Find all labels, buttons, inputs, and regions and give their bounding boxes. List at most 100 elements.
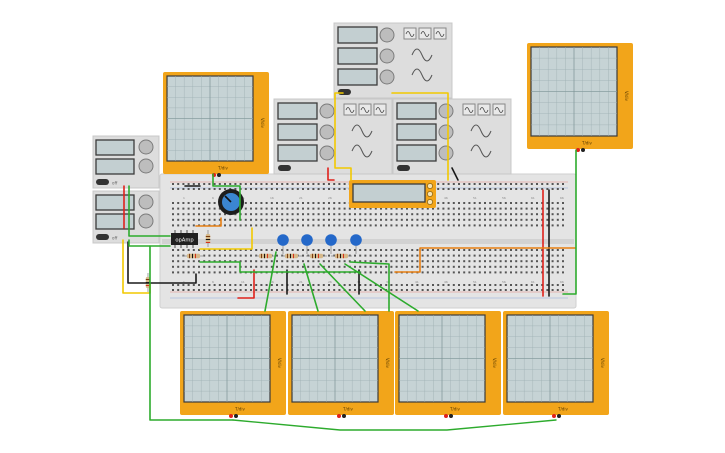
hole	[478, 271, 481, 274]
wire-yellow[interactable]	[391, 92, 449, 181]
wire-orange[interactable]	[195, 217, 222, 227]
multimeter-port[interactable]	[427, 199, 433, 205]
hole	[364, 265, 367, 268]
capacitor[interactable]	[301, 234, 313, 246]
function-generator-right[interactable]	[392, 98, 512, 175]
probe-terminal[interactable]	[449, 414, 453, 418]
capacitor[interactable]	[350, 234, 362, 246]
probe-terminal[interactable]	[581, 148, 585, 152]
wire-green[interactable]	[212, 173, 241, 221]
knob[interactable]	[138, 213, 154, 229]
hole	[463, 224, 466, 227]
resistor-band	[264, 253, 265, 259]
hole	[322, 284, 325, 286]
probe-terminal[interactable]	[229, 414, 233, 418]
multimeter-port[interactable]	[427, 183, 433, 189]
power-switch[interactable]	[338, 89, 351, 95]
function-generator-top[interactable]	[333, 22, 453, 99]
hole	[198, 218, 200, 221]
opamp-chip[interactable]	[171, 233, 198, 245]
knob[interactable]	[379, 27, 395, 43]
resistor[interactable]	[187, 253, 200, 259]
wire-black[interactable]	[127, 241, 197, 284]
wire-green[interactable]	[149, 245, 234, 421]
resistor[interactable]	[335, 253, 348, 259]
knob[interactable]	[438, 103, 454, 119]
lcd-display	[337, 26, 378, 44]
wire-black[interactable]	[451, 167, 459, 181]
hole	[302, 260, 304, 263]
hole	[364, 289, 367, 291]
wire-red[interactable]	[237, 269, 255, 299]
knob[interactable]	[319, 103, 335, 119]
hole	[281, 249, 284, 251]
capacitor[interactable]	[277, 234, 289, 246]
wire-green[interactable]	[128, 185, 171, 237]
hole	[416, 224, 419, 227]
hole	[317, 183, 320, 185]
hole	[458, 224, 460, 227]
hole	[489, 202, 492, 204]
power-switch[interactable]	[278, 165, 291, 171]
knob[interactable]	[138, 194, 154, 210]
knob[interactable]	[438, 145, 454, 161]
wire-red[interactable]	[327, 167, 335, 181]
hole	[484, 260, 486, 263]
resistor[interactable]	[205, 234, 211, 243]
wire-green[interactable]	[232, 419, 557, 431]
hole	[473, 202, 476, 204]
probe-terminal[interactable]	[342, 414, 346, 418]
probe-terminal[interactable]	[444, 414, 448, 418]
hole	[458, 254, 460, 257]
breadboard[interactable]: 1166111116162121262631313636414146465151…	[159, 173, 577, 309]
wire-green[interactable]	[264, 251, 277, 312]
wire-green[interactable]	[199, 261, 361, 273]
resistor[interactable]	[310, 253, 323, 259]
wire-yellow[interactable]	[334, 92, 352, 181]
resistor[interactable]	[259, 253, 272, 259]
multimeter[interactable]	[349, 180, 436, 208]
probe-terminal[interactable]	[337, 414, 341, 418]
sine-icon	[345, 107, 355, 113]
knob[interactable]	[379, 48, 395, 64]
power-switch[interactable]	[96, 234, 109, 240]
power-supply-top[interactable]: off	[92, 135, 160, 189]
probe-terminal[interactable]	[576, 148, 580, 152]
knob[interactable]	[379, 69, 395, 85]
power-switch[interactable]	[96, 179, 109, 185]
function-generator-left[interactable]	[273, 98, 393, 175]
knob[interactable]	[138, 158, 154, 174]
power-supply-bottom[interactable]: off	[92, 190, 160, 244]
wire-yellow[interactable]	[199, 227, 253, 250]
hole	[473, 218, 476, 221]
knob[interactable]	[319, 124, 335, 140]
wire-green[interactable]	[349, 261, 390, 312]
knob[interactable]	[438, 124, 454, 140]
power-switch[interactable]	[397, 165, 410, 171]
probe-terminal[interactable]	[552, 414, 556, 418]
hole	[374, 249, 377, 251]
knob[interactable]	[319, 145, 335, 161]
resistor[interactable]	[285, 253, 298, 259]
hole	[447, 271, 450, 274]
probe-terminal[interactable]	[217, 173, 221, 177]
hole	[333, 249, 336, 251]
hole	[463, 254, 466, 257]
capacitor[interactable]	[325, 234, 337, 246]
multimeter-port[interactable]	[427, 191, 433, 197]
wire-green[interactable]	[562, 149, 577, 295]
wire-orange[interactable]	[394, 247, 576, 273]
hole	[400, 207, 403, 210]
hole	[213, 213, 216, 216]
knob[interactable]	[138, 139, 154, 155]
probe-terminal[interactable]	[557, 414, 561, 418]
wire-green[interactable]	[128, 239, 171, 247]
probe-terminal[interactable]	[234, 414, 238, 418]
